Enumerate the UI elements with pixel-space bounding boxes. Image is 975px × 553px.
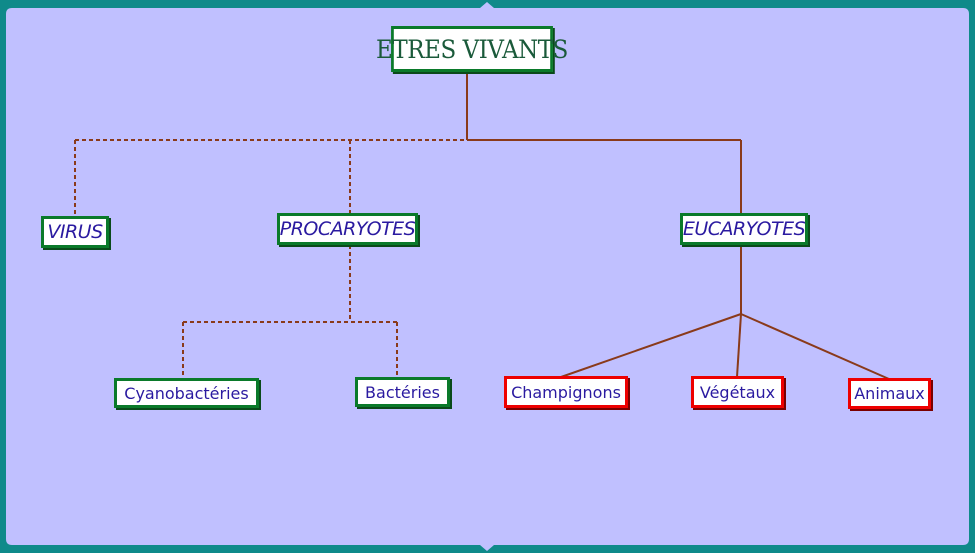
node-bacteries: Bactéries: [355, 377, 450, 407]
node-etres-vivants: ETRES VIVANTS: [376, 26, 568, 72]
node-eucaryotes: EUCARYOTES: [680, 213, 808, 245]
node-procaryotes: PROCARYOTES: [277, 213, 418, 245]
node-animaux: Animaux: [848, 378, 931, 409]
node-cyanobacteries: Cyanobactéries: [114, 378, 259, 408]
node-champignons: Champignons: [504, 376, 628, 408]
connector-to-animaux: [740, 313, 890, 380]
connector-to-vegetaux: [736, 313, 742, 378]
connector-to-champignons: [560, 313, 742, 378]
panel-background: [6, 2, 969, 551]
node-virus: VIRUS: [41, 216, 109, 248]
node-vegetaux: Végétaux: [691, 376, 784, 408]
